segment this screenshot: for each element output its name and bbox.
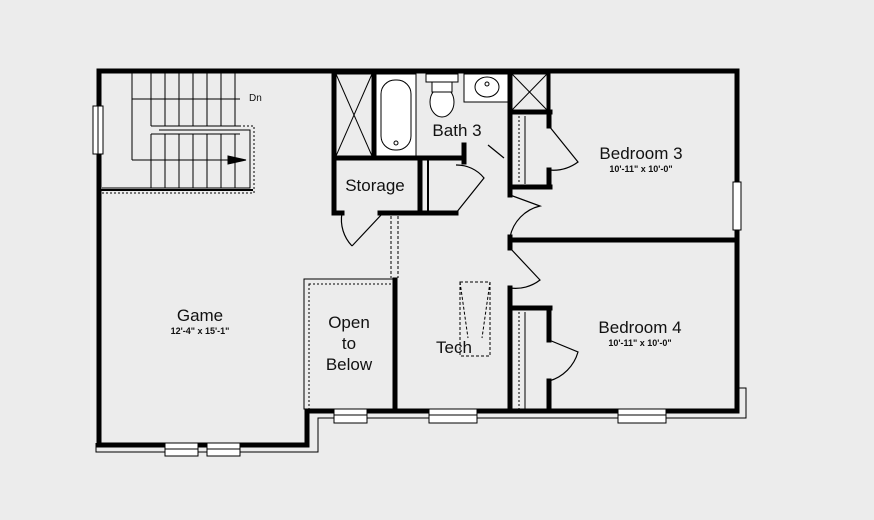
stairs-down-label: Dn <box>249 93 262 104</box>
windows <box>92 105 742 457</box>
room-game-name: Game <box>176 306 224 325</box>
room-tech-name: Tech <box>436 338 472 357</box>
open-to-below-line3: Below <box>325 355 373 374</box>
doors <box>340 125 579 382</box>
room-game: Game 12'-4" x 15'-1" <box>150 306 250 336</box>
room-bath3-name: Bath 3 <box>432 121 482 140</box>
railings <box>102 116 526 410</box>
room-open-to-below: Open to Below <box>314 312 384 375</box>
open-to-below-line2: to <box>341 334 357 353</box>
room-bedroom3-dimensions: 10'-11" x 10'-0" <box>609 164 673 174</box>
open-to-below-line1: Open <box>328 313 370 332</box>
tech-area <box>459 281 491 357</box>
staircase <box>131 73 247 188</box>
bath-fixtures <box>335 73 548 157</box>
room-storage-name: Storage <box>345 176 405 195</box>
exterior-trim <box>95 387 747 453</box>
room-bedroom3-name: Bedroom 3 <box>599 144 683 163</box>
room-bedroom4-name: Bedroom 4 <box>598 318 682 337</box>
room-bedroom4-dimensions: 10'-11" x 10'-0" <box>608 338 672 348</box>
room-bedroom4: Bedroom 4 10'-11" x 10'-0" <box>585 318 695 348</box>
room-bedroom3: Bedroom 3 10'-11" x 10'-0" <box>586 144 696 174</box>
walls <box>96 68 740 448</box>
room-game-dimensions: 12'-4" x 15'-1" <box>170 326 230 336</box>
